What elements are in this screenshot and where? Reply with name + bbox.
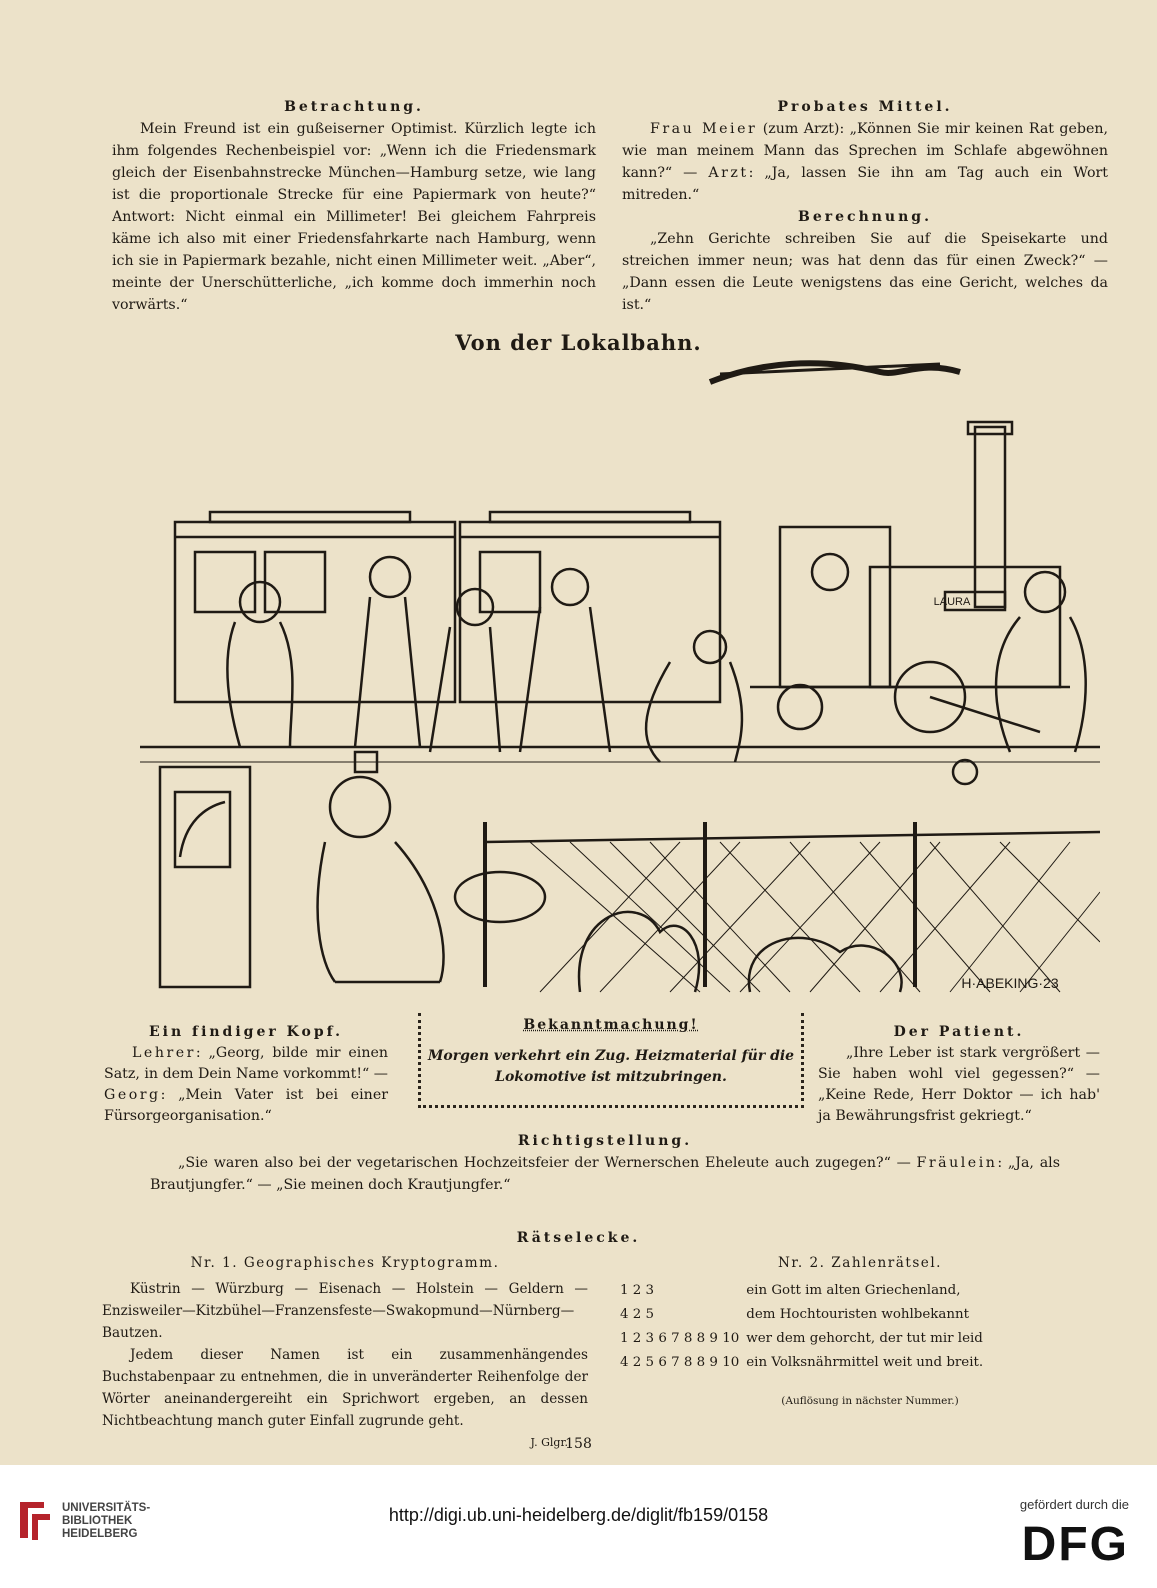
- institution-name: UNIVERSITÄTS- BIBLIOTHEK HEIDELBERG: [62, 1502, 150, 1541]
- findiger-kopf-body: Lehrer: „Georg, bilde mir einen Satz, in…: [104, 1043, 388, 1127]
- right-article-heading-2: Berechnung.: [798, 209, 932, 225]
- notice-box: Bekanntmachung! Morgen verkehrt ein Zug.…: [418, 1013, 804, 1108]
- column-findiger-kopf: Ein findiger Kopf. Lehrer: „Georg, bilde…: [104, 1022, 388, 1127]
- puzzle-1-text: Jedem dieser Namen ist ein zusammenhänge…: [102, 1347, 588, 1429]
- right-article: Probates Mittel. Frau Meier (zum Arzt): …: [622, 96, 1108, 316]
- page-number: 158: [565, 1436, 592, 1452]
- puzzle-2-row: 4 2 5 dem Hochtouristen wohlbekannt: [620, 1304, 988, 1326]
- right-article-body-2: „Zehn Gerichte schreiben Sie auf die Spe…: [622, 231, 1108, 313]
- left-article-heading: Betrachtung.: [284, 99, 424, 115]
- puzzle-1-title: Nr. 1. Geographisches Kryptogramm.: [190, 1255, 500, 1271]
- puzzle-2-text: dem Hochtouristen wohlbekannt: [746, 1307, 970, 1322]
- puzzle-2-text: ein Gott im alten Griechenland,: [746, 1283, 961, 1298]
- puzzle-2-text: wer dem gehorcht, der tut mir leid: [746, 1331, 983, 1346]
- correction-section: Richtigstellung. „Sie waren also bei der…: [150, 1130, 1060, 1196]
- column-der-patient: Der Patient. „Ihre Leber ist stark vergr…: [818, 1022, 1100, 1127]
- speaker-frau-meier: Frau Meier: [650, 121, 758, 137]
- speaker-arzt: Arzt: [708, 165, 749, 181]
- notice-body: Morgen verkehrt ein Zug. Heizmaterial fü…: [427, 1048, 795, 1085]
- puzzle-2-nums: 4 2 5: [620, 1307, 655, 1322]
- puzzle-1-list: Küstrin — Würzburg — Eisenach — Holstein…: [102, 1281, 588, 1341]
- findiger-kopf-heading: Ein findiger Kopf.: [149, 1024, 343, 1040]
- dialog-text-2: : „Ja, lassen Sie ihn am Tag auch ein Wo…: [622, 165, 1108, 203]
- puzzle-2-title: Nr. 2. Zahlenrätsel.: [777, 1255, 943, 1271]
- dialog-text-1: (zum Arzt): „Können Sie mir keinen Rat g…: [622, 121, 1109, 181]
- der-patient-heading: Der Patient.: [893, 1024, 1025, 1040]
- locomotive-nameplate: LAURA: [934, 596, 971, 608]
- puzzle-1: Nr. 1. Geographisches Kryptogramm. Küstr…: [102, 1252, 588, 1454]
- correction-heading: Richtigstellung.: [517, 1133, 693, 1149]
- findiger-kopf-text-1: : „Georg, bilde mir einen Satz, in dem D…: [104, 1045, 388, 1082]
- puzzles-heading-wrap: Rätselecke.: [0, 1227, 1157, 1249]
- der-patient-body: „Ihre Leber ist stark vergrößert — Sie h…: [818, 1045, 1100, 1124]
- puzzles-heading: Rätselecke.: [516, 1230, 641, 1246]
- left-article-body: Mein Freund ist ein gußeiserner Optimist…: [112, 121, 596, 313]
- institution-line-2: BIBLIOTHEK: [62, 1515, 133, 1527]
- right-article-dialog: Frau Meier (zum Arzt): „Können Sie mir k…: [622, 118, 1108, 206]
- cartoon-illustration: LAURA H·ABEKING·23: [140, 360, 1100, 993]
- puzzle-2: Nr. 2. Zahlenrätsel.: [620, 1252, 1100, 1278]
- puzzle-2-row: 4 2 5 6 7 8 8 9 10 ein Volksnährmittel we…: [620, 1352, 988, 1374]
- speaker-georg: Georg: [104, 1087, 161, 1103]
- university-library-logo-icon: [20, 1502, 50, 1540]
- left-article: Betrachtung. Mein Freund ist ein gußeise…: [112, 96, 596, 316]
- puzzle-2-text: ein Volksnährmittel weit und breit.: [746, 1355, 984, 1370]
- correction-text-2: : „Ja, als Brautjungfer.“ — „Sie meinen …: [150, 1155, 1060, 1193]
- permalink-url[interactable]: http://digi.ub.uni-heidelberg.de/diglit/…: [388, 1505, 769, 1525]
- puzzle-2-nums: 1 2 3: [620, 1283, 655, 1298]
- institution-line-1: UNIVERSITÄTS-: [62, 1502, 151, 1514]
- findiger-kopf-text-2: : „Mein Vater ist bei einer Fürsorgeorga…: [104, 1087, 388, 1124]
- puzzle-1-author: J. Glgr.: [530, 1436, 568, 1449]
- puzzle-2-nums: 4 2 5 6 7 8 8 9 10: [620, 1355, 740, 1370]
- institution-line-3: HEIDELBERG: [62, 1528, 138, 1540]
- illustration-title: Von der Lokalbahn.: [455, 330, 702, 355]
- speaker-fraeulein: Fräulein: [916, 1155, 998, 1171]
- puzzle-2-row: 1 2 3 ein Gott im alten Griechenland,: [620, 1280, 988, 1302]
- artist-signature: H·ABEKING·23: [961, 975, 1058, 991]
- right-article-heading: Probates Mittel.: [777, 99, 953, 115]
- notice-heading: Bekanntmachung!: [523, 1017, 699, 1033]
- puzzle-2-note: (Auflösung in nächster Nummer.): [781, 1395, 959, 1407]
- dfg-logo: DFG: [1021, 1518, 1129, 1571]
- puzzle-2-row: 1 2 3 6 7 8 8 9 10 wer dem gehorcht, der …: [620, 1328, 988, 1350]
- puzzle-2-nums: 1 2 3 6 7 8 8 9 10: [620, 1331, 740, 1346]
- correction-text-1: „Sie waren also bei der vegetarischen Ho…: [178, 1155, 917, 1171]
- funded-by-label: gefördert durch die: [1019, 1497, 1129, 1512]
- scanned-page: Betrachtung. Mein Freund ist ein gußeise…: [0, 0, 1157, 1465]
- speaker-lehrer: Lehrer: [132, 1045, 196, 1061]
- puzzle-2-table: 1 2 3 ein Gott im alten Griechenland, 4 2…: [618, 1278, 990, 1376]
- correction-body: „Sie waren also bei der vegetarischen Ho…: [150, 1152, 1060, 1196]
- footer-bar: UNIVERSITÄTS- BIBLIOTHEK HEIDELBERG http…: [0, 1465, 1157, 1588]
